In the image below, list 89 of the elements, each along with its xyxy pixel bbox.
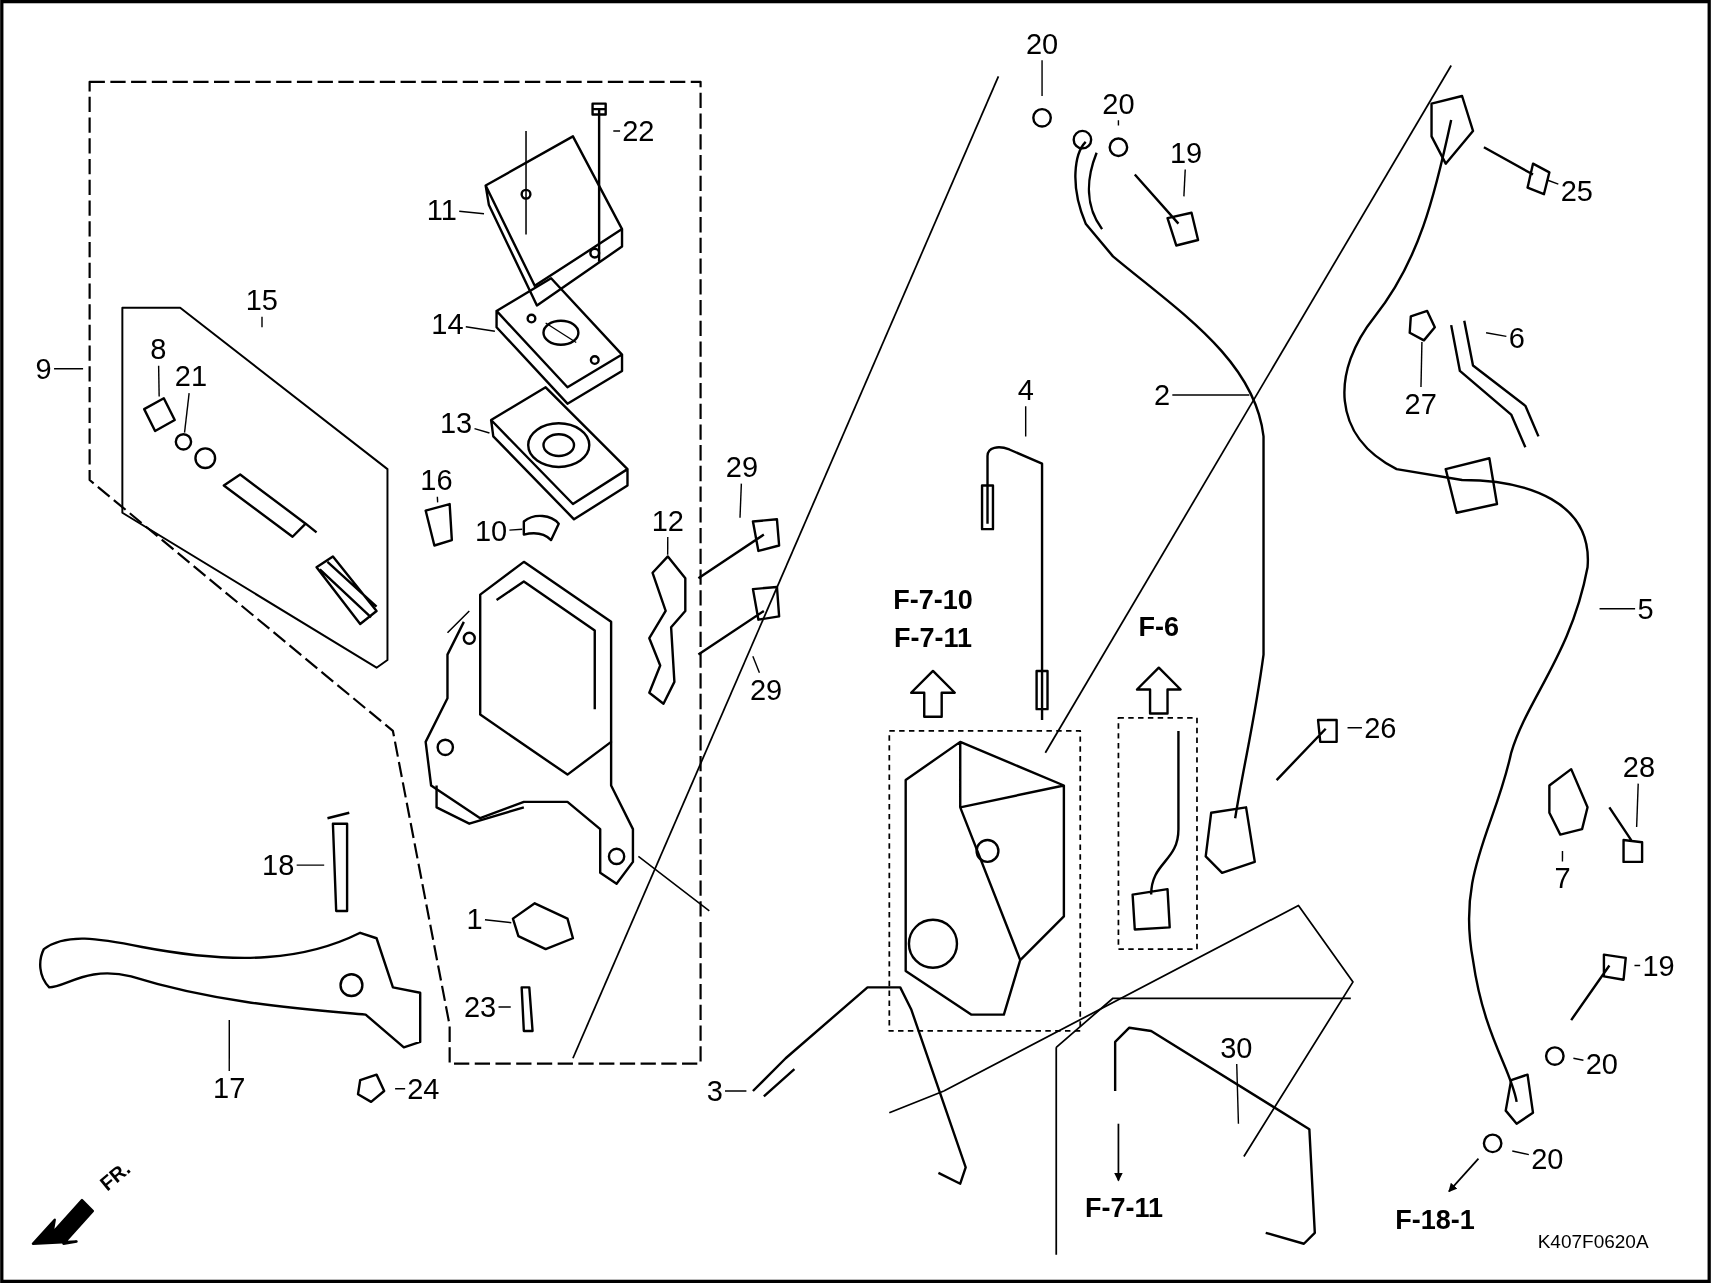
callout-number: 8 [150,334,167,364]
callout-number: 17 [213,1073,246,1103]
callout-number: 19 [1170,138,1203,168]
leader-line [183,392,190,434]
callout-number: 27 [1404,389,1437,419]
callout-number: 26 [1364,713,1397,743]
bolt-drawing [697,585,781,656]
leader-line [497,1006,512,1008]
callout-number: 29 [749,675,783,705]
leader-line [739,482,743,519]
bolt-drawing [1408,309,1436,342]
leader-line [1572,1057,1585,1061]
callout-number: 15 [245,285,278,315]
callout-number: 3 [706,1076,723,1106]
holder-drawing [648,555,687,705]
callout-number: 20 [1102,89,1135,119]
diaphragm-drawing [489,386,629,521]
callout-number: 4 [1017,375,1034,405]
switch-drawing [511,902,575,951]
leader-line [436,496,439,504]
leader-line [1633,964,1641,967]
washer-drawing [174,433,193,451]
leader-line [1598,608,1636,610]
leader-line [473,427,491,434]
bolt-drawing [697,518,781,580]
leader-line [157,365,160,398]
leader-line [1025,405,1027,438]
leader-line [261,316,263,328]
leader-line [228,1019,230,1072]
callout-number: 13 [440,408,473,438]
callout-number: 9 [35,354,52,384]
cap-plate-drawing [495,277,624,405]
callout-number: 14 [431,309,464,339]
callout-number: 7 [1554,863,1571,893]
float-drawing [522,514,560,542]
drawing-code: K407F0620A [1537,1231,1649,1251]
callout-number: 29 [725,452,759,482]
leader-line [612,130,621,132]
leader-line [1171,394,1251,396]
leader-line [53,368,84,370]
leader-line [508,528,523,531]
reference-label: F-7-11 [1084,1194,1163,1222]
callout-number: 20 [1585,1049,1618,1079]
reference-label: F-18-1 [1395,1206,1475,1234]
leader-line [1511,1150,1530,1156]
leader-line [1635,782,1639,828]
leader-line [465,326,496,332]
stopper-drawing [424,502,454,547]
callout-number: 1 [466,904,483,934]
callout-number: 25 [1560,176,1593,206]
callout-number: 5 [1637,594,1654,624]
callout-number: 23 [464,992,497,1022]
reference-label: F-7-11 [893,624,972,652]
piston-cup-drawing [143,397,176,433]
callout-number: 28 [1622,752,1656,782]
leader-line [1346,727,1363,729]
callout-number: 11 [426,195,457,224]
leader-line [394,1088,406,1090]
callout-number: 16 [420,465,453,495]
callout-number: 19 [1642,951,1675,981]
callout-number: 30 [1220,1033,1253,1063]
leader-line [1236,1063,1240,1125]
leader-line [666,536,669,556]
callout-number: 21 [174,361,208,391]
leader-line [1183,168,1186,198]
callout-number: 20 [1531,1144,1564,1174]
leader-line [1117,119,1120,127]
leader-line [458,210,485,215]
leader-line [1561,850,1564,863]
callout-number: 2 [1154,380,1171,410]
reservoir-cap-drawing [484,135,624,307]
leader-line [752,655,761,674]
callout-number: 6 [1508,323,1525,353]
leader-line [1546,179,1560,185]
callout-number: 10 [474,516,508,546]
callout-number: 12 [651,506,684,535]
callout-number: 18 [262,850,295,880]
callout-number: 22 [622,116,655,146]
callout-number: 24 [407,1074,440,1104]
leader-line [295,864,325,866]
reference-label: F-7-10 [893,586,973,614]
leader-line [1041,59,1043,97]
callout-number: 20 [1025,29,1059,59]
leader-line [1485,332,1508,338]
leader-line [1420,341,1423,388]
leader-line [724,1090,748,1092]
reference-label: F-6 [1138,613,1180,641]
direction-label: FR. [95,1158,134,1195]
leader-line [484,919,512,924]
